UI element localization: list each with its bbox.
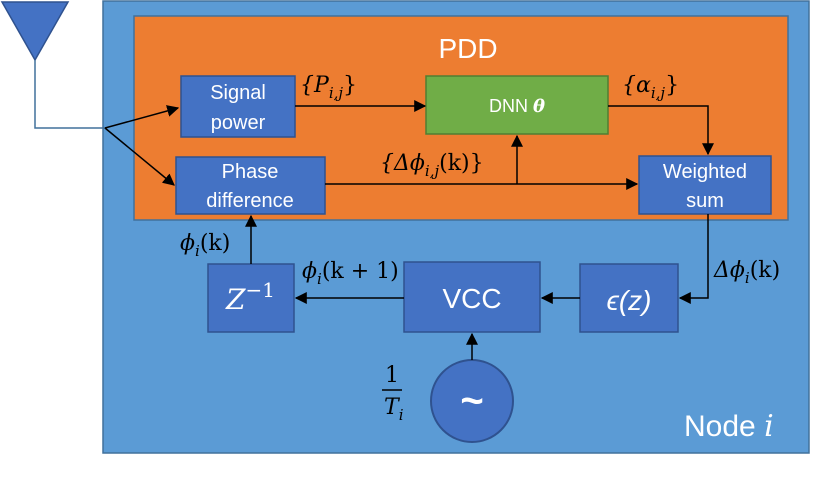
- dnn-parameter-theta: θ: [533, 96, 545, 117]
- filter-label: ϵ(z): [607, 285, 652, 316]
- freq-den-subscript: i: [399, 406, 404, 424]
- phase-diff-set-rest: (k)}: [439, 151, 484, 176]
- delay-z: Z: [225, 283, 246, 316]
- delta-phase-symbol: Δϕ: [713, 258, 745, 283]
- node-label: Node i: [684, 409, 774, 444]
- weighted-sum-block: [638, 155, 772, 215]
- phase-k-subscript: i: [195, 242, 200, 260]
- arrow-to-phase-difference: [104, 127, 175, 186]
- power-set-subscript: i,j: [329, 84, 344, 102]
- weight-set-close: }: [665, 73, 679, 98]
- power-set-symbol: {P: [300, 73, 330, 98]
- weight-set-symbol: {α: [622, 73, 651, 98]
- signal-power-label-line1: Signal: [210, 82, 266, 104]
- phase-diff-set-subscript: i,j: [425, 162, 440, 180]
- arrow-to-signal-power: [104, 105, 180, 129]
- phase-difference-set-label: {Δϕi,j(k)}: [380, 151, 484, 180]
- phase-diff-set-symbol: {Δϕ: [380, 151, 425, 176]
- weight-set-subscript: i,j: [651, 84, 666, 102]
- vcc-block: [403, 261, 541, 333]
- arrow-weighted-sum-to-filter: [678, 214, 709, 304]
- power-set-label: {Pi,j}: [300, 73, 357, 102]
- delay-exponent: −1: [245, 278, 274, 302]
- node-label-text: Node: [684, 410, 756, 443]
- phase-difference-block: [175, 156, 326, 215]
- phase-difference-label-line2: difference: [206, 190, 293, 212]
- phase-k1-subscript: i: [317, 270, 322, 288]
- weighted-sum-label-line2: sum: [686, 190, 724, 212]
- phase-k-rest: (k): [200, 231, 231, 256]
- delta-phase-rest: (k): [750, 258, 781, 283]
- signal-power-label-line2: power: [211, 112, 266, 134]
- phase-k1-symbol: ϕ: [302, 259, 317, 284]
- delay-label: Z−1: [225, 278, 275, 316]
- dnn-label: DNN θ: [489, 96, 545, 117]
- oscillator-icon: ~: [460, 379, 483, 423]
- power-set-close: }: [343, 73, 357, 98]
- signal-power-block: [180, 75, 296, 138]
- delta-phase-label: Δϕi(k): [713, 258, 780, 287]
- phase-k-symbol: ϕ: [180, 231, 195, 256]
- delta-phase-subscript: i: [745, 269, 750, 287]
- arrow-dnn-to-weighted-sum: [608, 105, 714, 156]
- phase-k-label: ϕi(k): [180, 231, 230, 260]
- phase-k1-label: ϕi(k + 1): [302, 259, 399, 288]
- freq-numerator: 1: [385, 363, 399, 388]
- dnn-text: DNN: [489, 96, 528, 116]
- freq-denominator: Ti: [384, 395, 404, 424]
- weighted-sum-label-line1: Weighted: [663, 161, 747, 183]
- antenna-feed-line: [34, 60, 105, 129]
- vcc-label: VCC: [442, 283, 501, 314]
- weight-set-label: {αi,j}: [622, 73, 679, 102]
- freq-den-symbol: T: [384, 395, 401, 420]
- phase-k1-rest: (k + 1): [322, 259, 399, 284]
- phase-difference-label-line1: Phase: [222, 161, 279, 183]
- antenna-icon: [0, 1, 70, 62]
- delay-block: [207, 263, 295, 333]
- pdd-title: PDD: [438, 33, 497, 64]
- node-index: i: [764, 409, 774, 444]
